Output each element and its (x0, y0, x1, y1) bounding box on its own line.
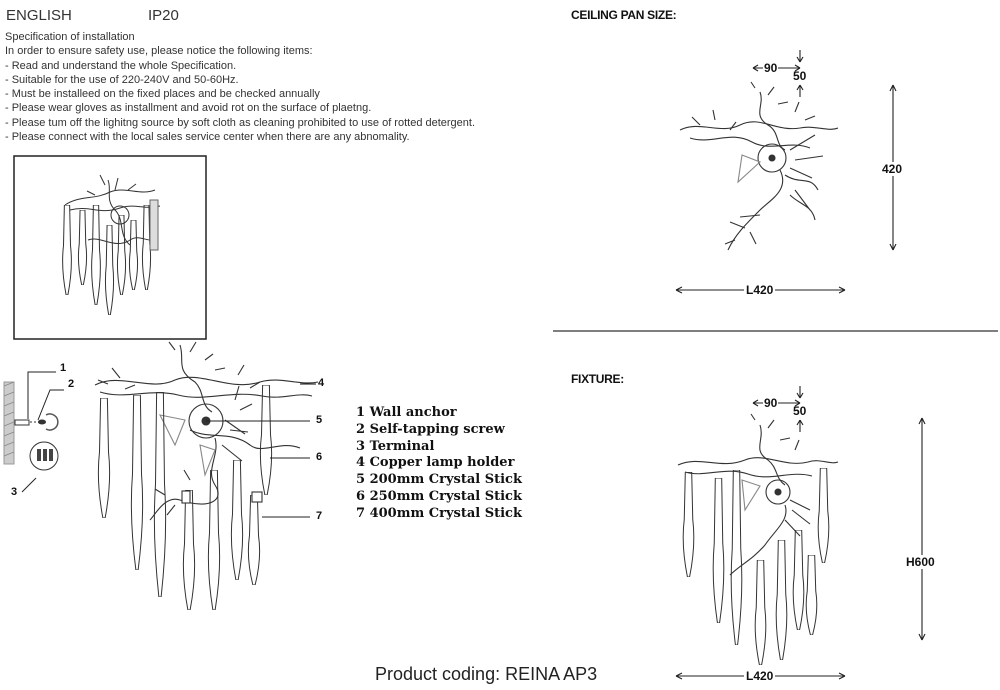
fixture-depth: 50 (793, 404, 807, 418)
ceiling-pan-depth: 50 (793, 69, 807, 83)
callout-number: 5 (316, 414, 323, 426)
fixture-height: H600 (906, 555, 935, 569)
ceiling-pan-width: 90 (763, 61, 779, 75)
fixture-title: FIXTURE: (571, 372, 624, 386)
callout-number: 2 (68, 378, 75, 390)
ip-rating-label: IP20 (148, 7, 179, 24)
spec-line: - Must be installeed on the fixed places… (5, 88, 320, 101)
fixture-width: 90 (763, 396, 779, 410)
exploded-fixture-drawing (94, 341, 319, 610)
part-item: 1 Wall anchor (356, 405, 457, 420)
ceiling-pan-title: CEILING PAN SIZE: (571, 8, 677, 22)
product-coding: Product coding: REINA AP3 (375, 664, 598, 684)
parts-legend: 1 Wall anchor 2 Self-tapping screw 3 Ter… (356, 405, 522, 523)
fixture-dimension-drawing (675, 386, 926, 680)
part-item: 4 Copper lamp holder (356, 455, 515, 471)
fixture-length: L420 (744, 669, 776, 683)
product-photo-frame (13, 155, 207, 340)
spec-line: - Please tum off the lighitng source by … (5, 116, 476, 129)
spec-line: - Read and understand the whole Specific… (5, 59, 237, 72)
ceiling-pan-drawing (675, 50, 897, 294)
part-item: 2 Self-tapping screw (356, 421, 505, 437)
spec-line: - Please wear gloves as installment and … (5, 102, 372, 115)
spec-line: - Suitable for the use of 220-240V and 5… (5, 73, 239, 86)
spec-line: - Please connect with the local sales se… (5, 131, 410, 144)
specification-block: Specification of installation In order t… (5, 30, 475, 144)
spec-title: Specification of installation (5, 31, 135, 43)
callout-number: 4 (318, 377, 325, 389)
part-item: 3 Terminal (356, 438, 435, 454)
language-label: ENGLISH (6, 7, 72, 24)
wall-mount-detail (3, 371, 64, 493)
callout-number: 7 (316, 510, 323, 522)
spec-line: In order to ensure safety use, please no… (5, 45, 313, 58)
callout-number: 3 (11, 486, 18, 498)
callout-number: 1 (60, 362, 67, 374)
callout-number: 6 (316, 451, 323, 463)
part-item: 7 400mm Crystal Stick (356, 505, 522, 521)
ceiling-pan-height: 420 (882, 162, 903, 176)
ceiling-pan-length: L420 (744, 283, 776, 297)
product-photo-lamp (62, 174, 161, 315)
part-item: 6 250mm Crystal Stick (356, 488, 522, 504)
part-item: 5 200mm Crystal Stick (356, 472, 522, 488)
